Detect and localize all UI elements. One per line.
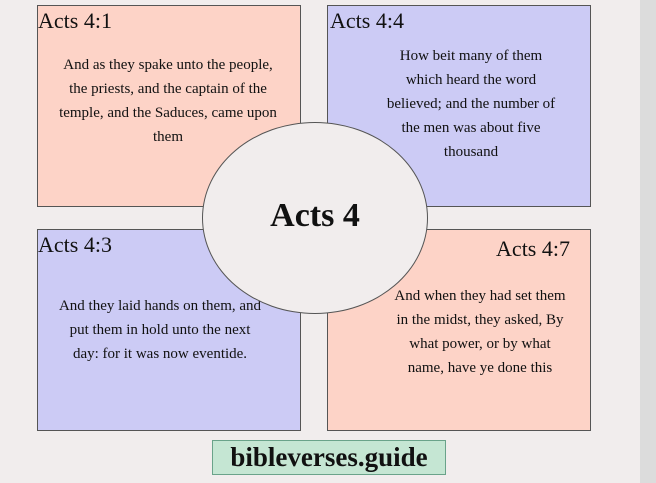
verse-text: And they laid hands on them, and put the… — [58, 298, 262, 362]
site-watermark: bibleverses.guide — [212, 440, 446, 475]
verse-box-acts-4-1: Acts 4:1 And as they spake unto the peop… — [37, 5, 301, 207]
verse-reference: Acts 4:1 — [38, 8, 112, 33]
verse-reference: Acts 4:7 — [496, 236, 570, 261]
center-oval: Acts 4 — [202, 122, 428, 314]
verse-text: And when they had set them in the midst,… — [394, 288, 566, 376]
right-edge-strip — [640, 0, 656, 483]
verse-reference: Acts 4:4 — [330, 8, 404, 33]
chapter-title: Acts 4 — [270, 197, 360, 234]
verse-text: And as they spake unto the people, the p… — [59, 57, 277, 145]
verse-text: How beit many of them which heard the wo… — [386, 48, 556, 160]
verse-reference: Acts 4:3 — [38, 232, 112, 257]
